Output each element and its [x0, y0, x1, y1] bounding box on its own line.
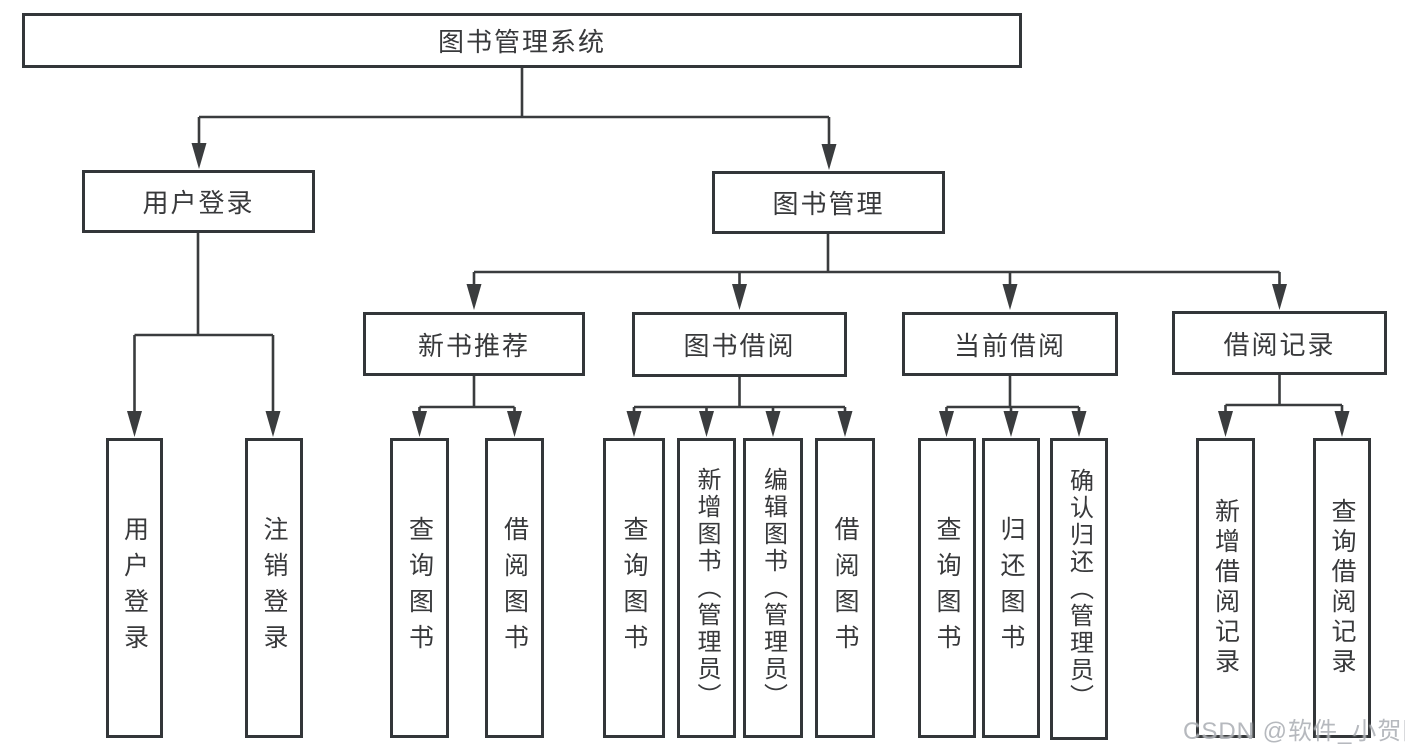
- leaf-label: 归还图书: [997, 516, 1025, 660]
- node-new-book-recommend: 新书推荐: [363, 312, 585, 376]
- connector-user-login-children: [133, 233, 275, 418]
- arrowhead-leaf-logout: [265, 411, 281, 437]
- connector-book-mgmt-children: [472, 234, 1281, 292]
- watermark-text: CSDN @软件_小贺同学: [1183, 718, 1405, 745]
- leaf-label: 借阅图书: [831, 516, 859, 660]
- node-user-login-label: 用户登录: [142, 188, 255, 218]
- arrowhead-borrow-books-2: [837, 411, 853, 437]
- node-current-borrow-label: 当前借阅: [953, 330, 1066, 361]
- leaf-label: 用户登录: [120, 516, 149, 660]
- connector-root-to-level2: [197, 68, 831, 151]
- arrowhead-add-books: [699, 411, 714, 437]
- leaf-borrow-books-2: 借阅图书: [815, 438, 875, 738]
- leaf-logout: 注销登录: [245, 438, 303, 738]
- arrowhead-borrow-books-1: [507, 411, 522, 437]
- arrowhead-current-borrow: [1002, 284, 1018, 310]
- node-borrow-records: 借阅记录: [1172, 311, 1387, 375]
- connector-new-books-children: [418, 376, 516, 420]
- arrowhead-user-login: [191, 143, 207, 169]
- node-root-label: 图书管理系统: [437, 27, 606, 57]
- leaf-label: 新增借阅记录: [1211, 498, 1240, 678]
- leaf-label: 注销登录: [260, 516, 288, 660]
- node-book-management: 图书管理: [712, 171, 945, 234]
- leaf-label: 确认归还（管理员）: [1065, 467, 1093, 711]
- arrowhead-book-borrow: [732, 284, 747, 310]
- node-borrow-records-label: 借阅记录: [1223, 329, 1336, 360]
- leaf-return-books: 归还图书: [982, 438, 1040, 738]
- arrowhead-confirm-return: [1071, 411, 1087, 437]
- leaf-label: 借阅图书: [500, 516, 529, 660]
- leaf-query-books-1: 查询图书: [390, 438, 449, 738]
- node-book-borrow: 图书借阅: [632, 312, 847, 377]
- leaf-label: 查询图书: [620, 516, 648, 660]
- node-current-borrow: 当前借阅: [902, 312, 1118, 376]
- leaf-query-books-2: 查询图书: [603, 438, 665, 738]
- arrowhead-book-management: [821, 144, 837, 170]
- leaf-query-borrow-record: 查询借阅记录: [1313, 438, 1371, 738]
- connector-book-borrow-children: [632, 377, 847, 420]
- leaf-query-books-3: 查询图书: [918, 438, 976, 738]
- arrowhead-query-books-2: [626, 411, 642, 437]
- arrowhead-borrow-records: [1272, 284, 1287, 310]
- leaf-user-login: 用户登录: [106, 438, 163, 738]
- arrowhead-add-record: [1218, 411, 1233, 437]
- leaf-label: 查询图书: [405, 516, 434, 660]
- arrowhead-new-books: [466, 284, 482, 310]
- leaf-add-books-admin: 新增图书（管理员）: [677, 438, 736, 738]
- arrowhead-edit-books: [765, 411, 781, 437]
- connector-borrow-records-children: [1224, 375, 1344, 420]
- arrowhead-query-books-1: [412, 411, 427, 437]
- leaf-label: 查询图书: [933, 516, 961, 660]
- node-book-borrow-label: 图书借阅: [683, 331, 796, 361]
- node-new-book-recommend-label: 新书推荐: [417, 330, 530, 361]
- arrowhead-leaf-user-login: [127, 411, 142, 437]
- leaf-label: 查询借阅记录: [1328, 498, 1356, 678]
- node-user-login: 用户登录: [82, 170, 315, 233]
- leaf-edit-books-admin: 编辑图书（管理员）: [743, 438, 803, 738]
- leaf-label: 编辑图书（管理员）: [759, 466, 787, 710]
- arrowhead-query-record: [1334, 411, 1350, 437]
- leaf-add-borrow-record: 新增借阅记录: [1196, 438, 1255, 738]
- leaf-confirm-return-admin: 确认归还（管理员）: [1050, 438, 1108, 740]
- node-root: 图书管理系统: [22, 13, 1022, 68]
- leaf-borrow-books-1: 借阅图书: [485, 438, 544, 738]
- arrowhead-query-books-3: [939, 411, 954, 437]
- leaf-label: 新增图书（管理员）: [693, 466, 720, 710]
- arrowhead-return-books: [1003, 411, 1019, 437]
- node-book-management-label: 图书管理: [772, 189, 885, 219]
